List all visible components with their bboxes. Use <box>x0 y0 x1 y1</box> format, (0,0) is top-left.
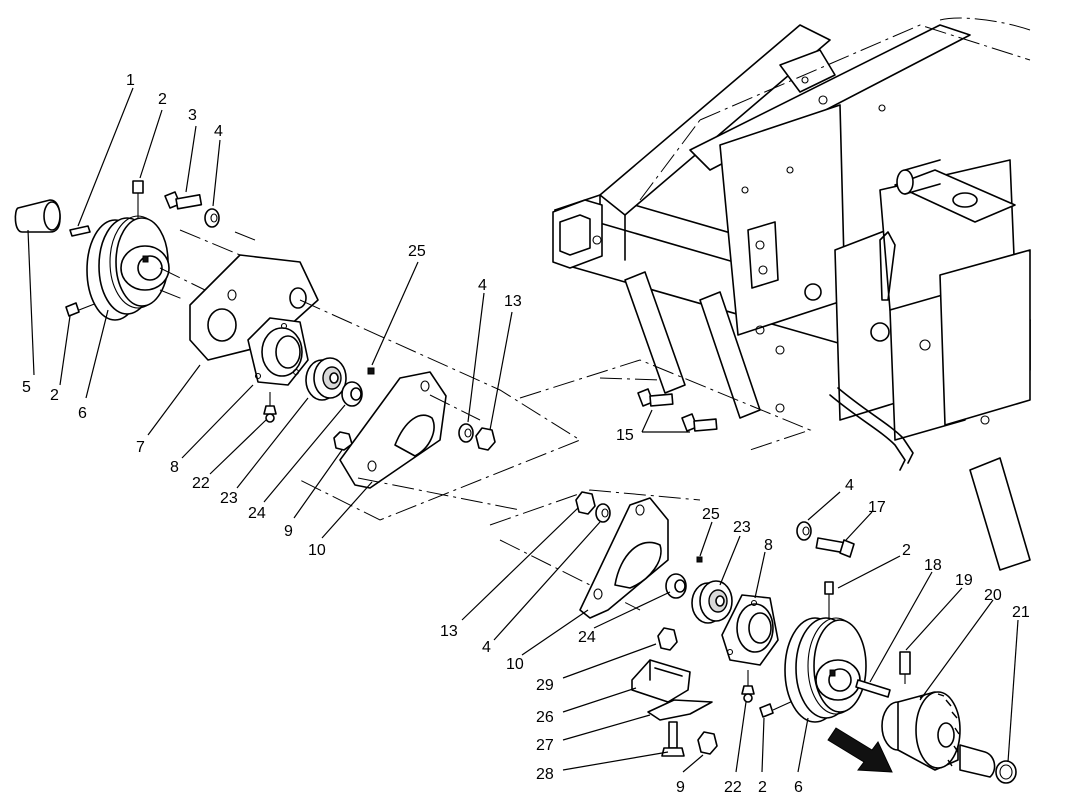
set-screw-part-25-right <box>696 556 703 563</box>
callout-10: 10 <box>506 656 524 673</box>
callout-18: 18 <box>924 557 942 574</box>
collar-part-24-left <box>341 381 363 407</box>
key-part-18 <box>855 679 891 698</box>
washer-part-4-upper-right <box>796 521 812 541</box>
callout-6: 6 <box>78 405 87 422</box>
set-screw-part-2-top <box>132 180 144 194</box>
bracket-plate-part-7 <box>159 254 319 361</box>
callout-24: 24 <box>578 629 596 646</box>
callout-13: 13 <box>504 293 522 310</box>
bearing-part-23-left <box>305 357 347 401</box>
pulley-part-6-left <box>86 215 206 321</box>
machine-frame <box>552 17 1031 571</box>
washer-part-4-left <box>204 208 220 228</box>
direction-arrow <box>827 727 893 773</box>
grease-fitting-part-22-left <box>263 392 277 423</box>
callout-7: 7 <box>136 439 145 456</box>
bolt-part-28 <box>661 721 685 757</box>
callout-10: 10 <box>308 542 326 559</box>
callout-15: 15 <box>616 427 634 444</box>
bolts-part-15 <box>637 388 718 433</box>
callout-4: 4 <box>214 123 223 140</box>
callout-28: 28 <box>536 766 554 783</box>
callout-labels: 1 2 3 4 25 4 13 5 2 6 7 8 22 23 24 9 10 … <box>22 72 1030 796</box>
callout-6: 6 <box>794 779 803 796</box>
washer-part-4-right <box>595 503 611 523</box>
callout-23: 23 <box>220 490 238 507</box>
sleeve-part-21 <box>959 744 1017 784</box>
set-screw-part-19 <box>899 651 911 684</box>
washer-part-4-mid <box>458 423 474 443</box>
callout-27: 27 <box>536 737 554 754</box>
set-screw-part-2-lower <box>65 302 80 317</box>
collar-part-24-right <box>665 573 687 599</box>
callout-25: 25 <box>702 506 720 523</box>
callout-20: 20 <box>984 587 1002 604</box>
nut-part-29 <box>657 627 678 651</box>
callout-4: 4 <box>845 477 854 494</box>
bearing-flange-part-8-right <box>721 594 779 666</box>
right-drive-assembly <box>489 489 1017 784</box>
leader-lines <box>27 87 1019 773</box>
callout-2: 2 <box>902 542 911 559</box>
pulley-part-6-right <box>784 617 867 723</box>
nut-part-9-right <box>697 731 718 755</box>
callout-8: 8 <box>764 537 773 554</box>
bolt-part-17 <box>815 537 855 558</box>
bearing-plate-part-10-left <box>339 371 521 511</box>
grease-fitting-part-22-right <box>741 670 755 703</box>
callout-1: 1 <box>126 72 135 89</box>
callout-5: 5 <box>22 379 31 396</box>
callout-9: 9 <box>676 779 685 796</box>
callout-22: 22 <box>192 475 210 492</box>
set-screw-part-2-right-lower <box>759 703 774 718</box>
bearing-part-23-right <box>691 580 733 624</box>
key-part-1 <box>69 225 91 237</box>
callout-19: 19 <box>955 572 973 589</box>
callout-3: 3 <box>188 107 197 124</box>
bearing-flange-part-8-left <box>247 317 309 386</box>
set-screw-part-25-left <box>367 367 375 375</box>
callout-4: 4 <box>482 639 491 656</box>
callout-2: 2 <box>758 779 767 796</box>
sprocket-part-20 <box>881 691 961 771</box>
callout-17: 17 <box>868 499 886 516</box>
callout-13: 13 <box>440 623 458 640</box>
callout-8: 8 <box>170 459 179 476</box>
callout-24: 24 <box>248 505 266 522</box>
bearing-plate-part-10-right <box>579 497 669 619</box>
callout-21: 21 <box>1012 604 1030 621</box>
bracket-part-26 <box>631 659 691 703</box>
callout-23: 23 <box>733 519 751 536</box>
bolt-part-3 <box>164 191 203 210</box>
callout-29: 29 <box>536 677 554 694</box>
callout-26: 26 <box>536 709 554 726</box>
callout-2: 2 <box>50 387 59 404</box>
set-screw-part-2-right-top <box>824 581 834 595</box>
nut-part-13-left <box>475 427 496 451</box>
callout-4: 4 <box>478 277 487 294</box>
callout-2: 2 <box>158 91 167 108</box>
plate-part-27 <box>647 699 713 721</box>
callout-9: 9 <box>284 523 293 540</box>
callout-25: 25 <box>408 243 426 260</box>
callout-22: 22 <box>724 779 742 796</box>
nut-part-13-right <box>575 491 596 515</box>
left-drive-assembly <box>14 180 812 521</box>
